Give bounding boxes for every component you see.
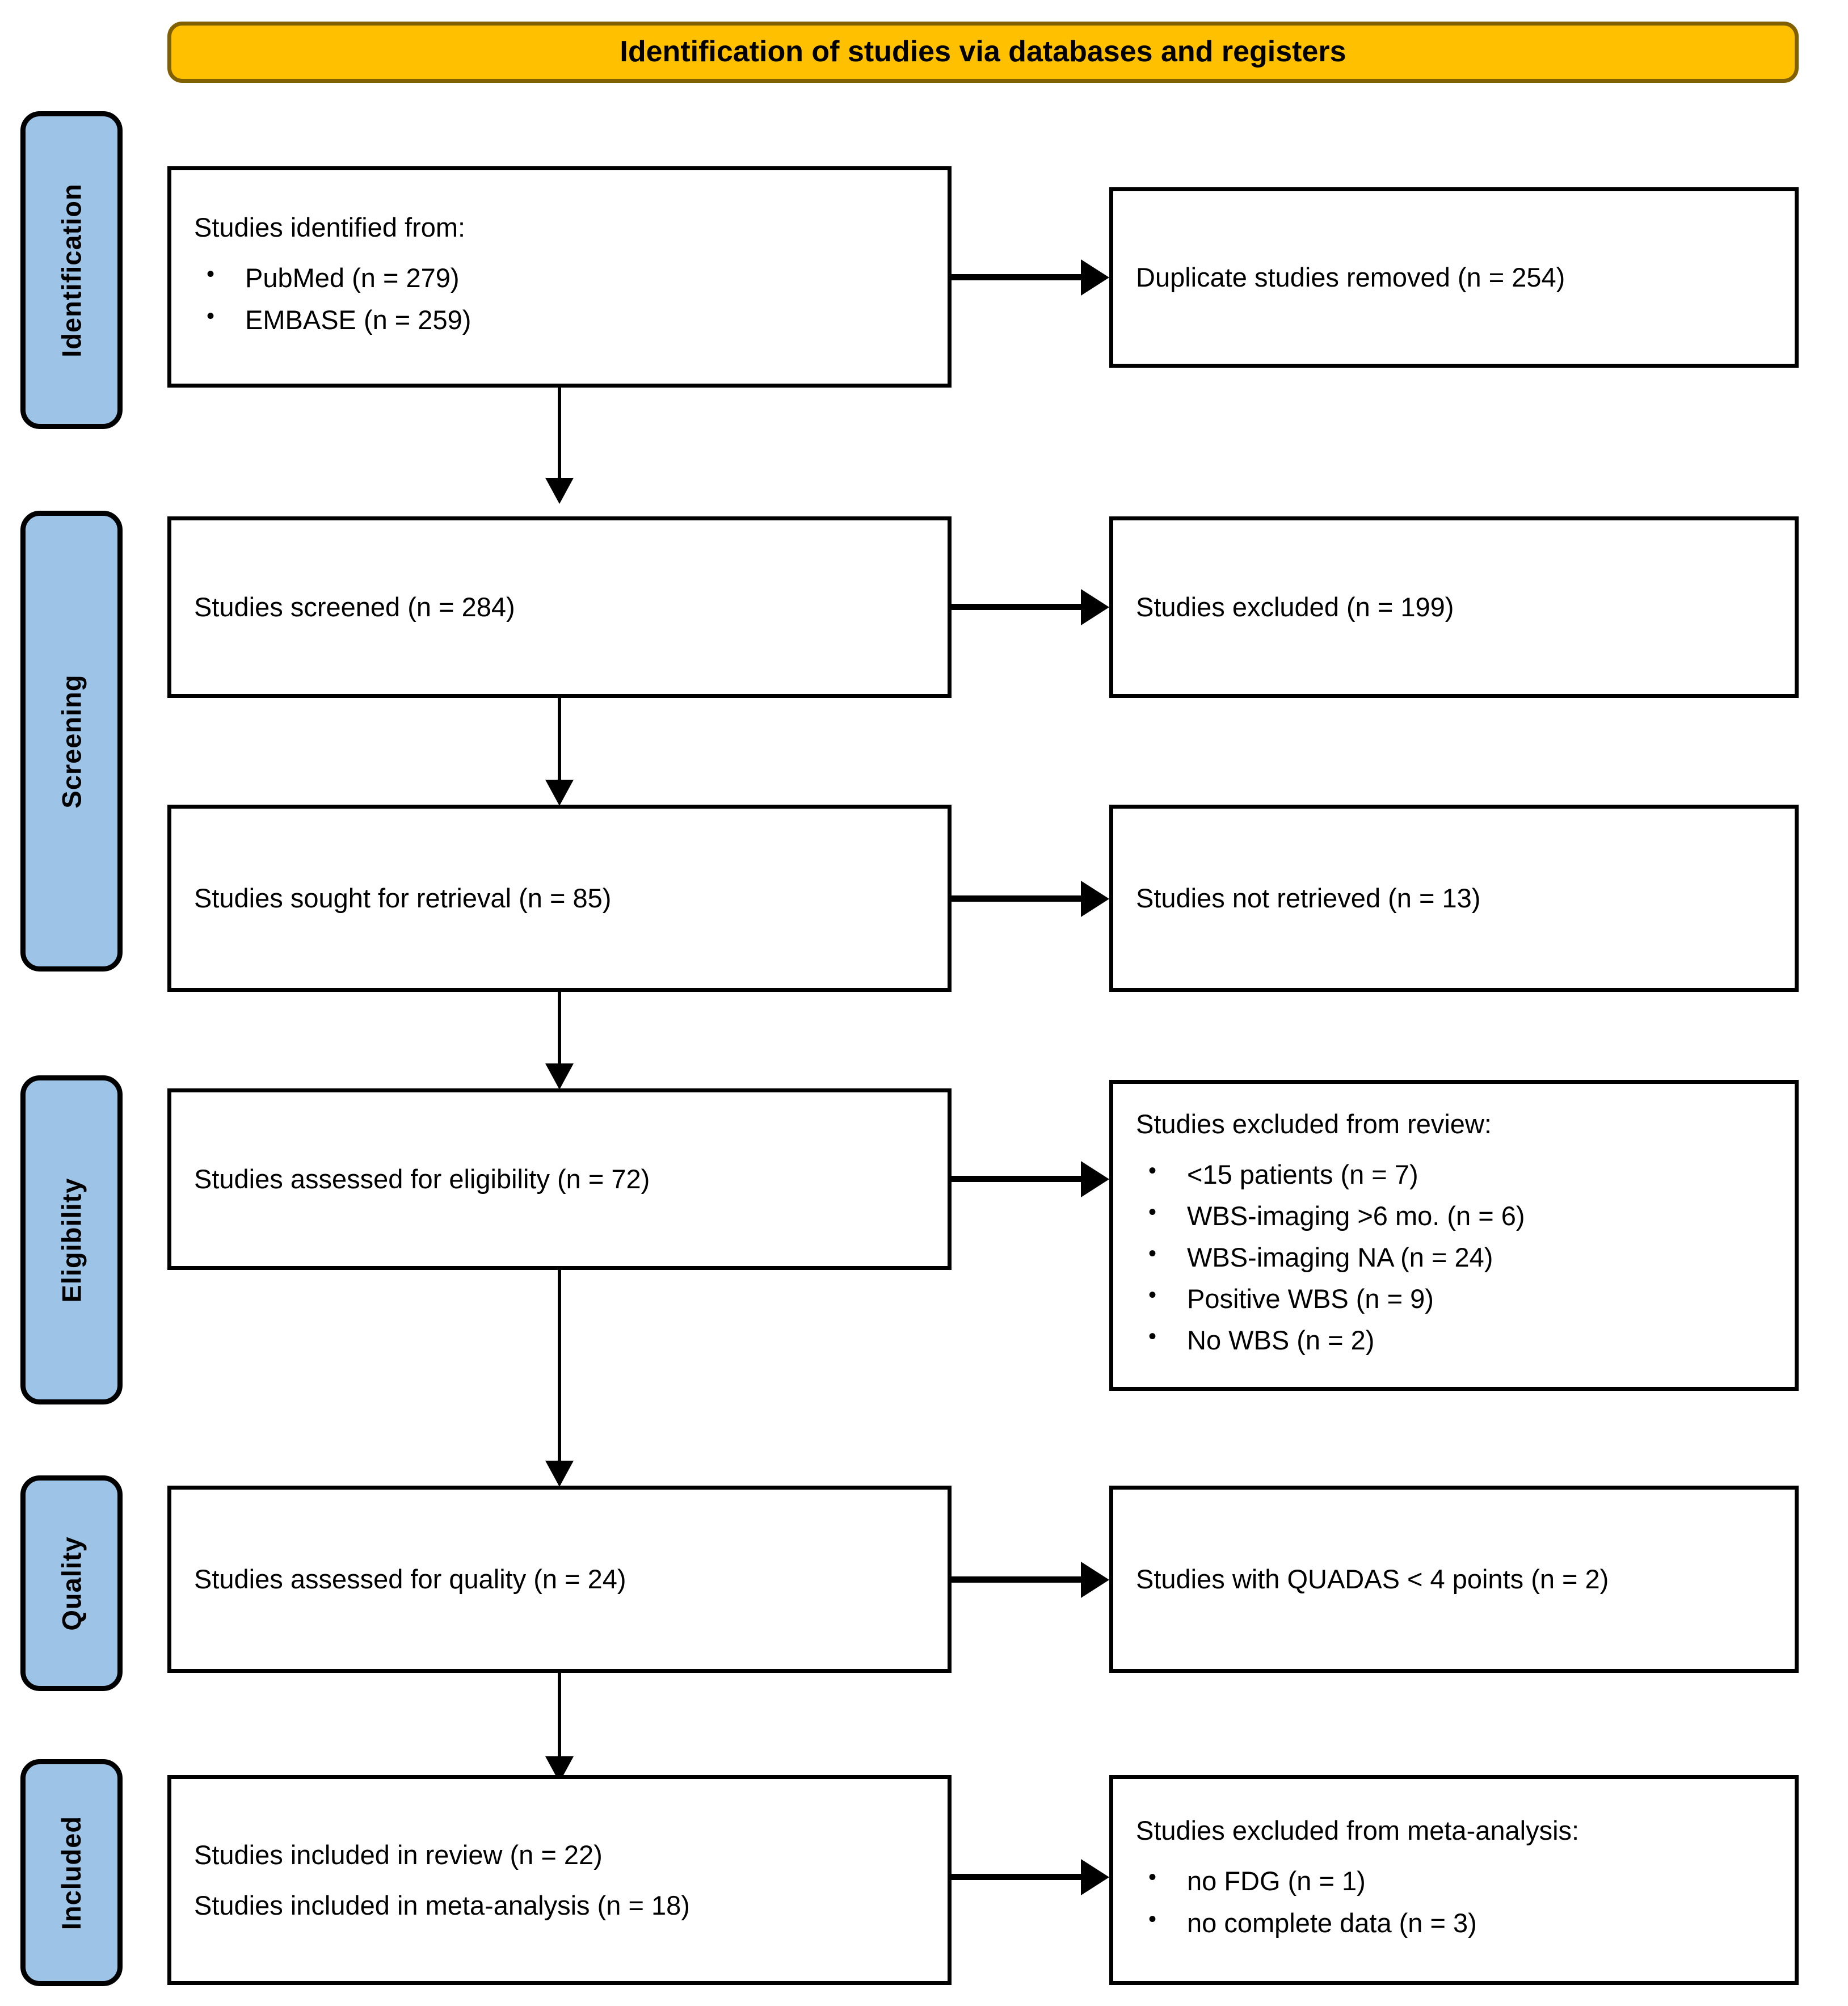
studies-assessed-eligibility-text: Studies assessed for eligibility (n = 72… [194, 1164, 650, 1195]
studies-assessed-quality-text: Studies assessed for quality (n = 24) [194, 1564, 626, 1595]
diagram-title-banner: Identification of studies via databases … [167, 22, 1799, 83]
studies-excluded-meta-heading: Studies excluded from meta-analysis: [1136, 1815, 1580, 1846]
list-item: <15 patients (n = 7) [1136, 1156, 1772, 1192]
connector-identified-to-screened [558, 388, 561, 501]
stage-tab-identification: Identification [20, 111, 123, 429]
box-studies-included: Studies included in review (n = 22) Stud… [167, 1775, 952, 1985]
list-item: WBS-imaging NA (n = 24) [1136, 1239, 1772, 1275]
studies-not-retrieved-text: Studies not retrieved (n = 13) [1136, 883, 1481, 914]
arrowhead-sought-to-eligibility [545, 1063, 574, 1090]
studies-excluded-screening-text: Studies excluded (n = 199) [1136, 592, 1454, 623]
connector-eligibility-to-excluded-review [952, 1176, 1085, 1182]
box-studies-not-retrieved: Studies not retrieved (n = 13) [1109, 805, 1799, 992]
connector-identified-to-duplicates [952, 274, 1085, 280]
studies-excluded-review-heading: Studies excluded from review: [1136, 1108, 1492, 1139]
connector-sought-to-not-retrieved [952, 895, 1085, 902]
studies-included-review-text: Studies included in review (n = 22) [194, 1839, 603, 1870]
box-studies-sought-retrieval: Studies sought for retrieval (n = 85) [167, 805, 952, 992]
stage-label-screening: Screening [56, 674, 87, 809]
connector-sought-to-eligibility [558, 992, 561, 1087]
arrowhead-identified-to-screened [545, 478, 574, 504]
studies-screened-text: Studies screened (n = 284) [194, 592, 515, 623]
list-item: no FDG (n = 1) [1136, 1862, 1772, 1898]
stage-tab-included: Included [20, 1759, 123, 1986]
arrowhead-screened-to-sought [545, 780, 574, 806]
list-item: No WBS (n = 2) [1136, 1322, 1772, 1357]
arrowhead-quality-to-quadas [1081, 1562, 1109, 1598]
studies-quadas-excluded-text: Studies with QUADAS < 4 points (n = 2) [1136, 1564, 1609, 1595]
list-item: EMBASE (n = 259) [194, 301, 925, 337]
studies-identified-source-list: PubMed (n = 279) EMBASE (n = 259) [194, 254, 925, 343]
list-item: no complete data (n = 3) [1136, 1904, 1772, 1940]
box-studies-excluded-meta: Studies excluded from meta-analysis: no … [1109, 1775, 1799, 1985]
connector-eligibility-to-quality [558, 1270, 561, 1484]
stage-label-eligibility: Eligibility [56, 1177, 87, 1302]
arrowhead-included-to-excluded-meta [1081, 1859, 1109, 1895]
connector-quality-to-quadas [952, 1576, 1085, 1583]
stage-tab-quality: Quality [20, 1475, 123, 1691]
studies-identified-heading: Studies identified from: [194, 212, 466, 243]
arrowhead-screened-to-excluded [1081, 589, 1109, 625]
duplicate-studies-removed-text: Duplicate studies removed (n = 254) [1136, 262, 1565, 293]
connector-screened-to-excluded [952, 604, 1085, 610]
box-studies-assessed-quality: Studies assessed for quality (n = 24) [167, 1486, 952, 1673]
connector-quality-to-included [558, 1673, 561, 1781]
arrowhead-identified-to-duplicates [1081, 259, 1109, 296]
studies-sought-retrieval-text: Studies sought for retrieval (n = 85) [194, 883, 612, 914]
box-studies-quadas-excluded: Studies with QUADAS < 4 points (n = 2) [1109, 1486, 1799, 1673]
studies-included-meta-text: Studies included in meta-analysis (n = 1… [194, 1890, 690, 1920]
connector-included-to-excluded-meta [952, 1874, 1085, 1880]
stage-label-quality: Quality [56, 1536, 87, 1631]
list-item: Positive WBS (n = 9) [1136, 1280, 1772, 1316]
stage-label-included: Included [56, 1815, 87, 1930]
list-item: WBS-imaging >6 mo. (n = 6) [1136, 1197, 1772, 1233]
arrowhead-eligibility-to-excluded-review [1081, 1161, 1109, 1197]
box-studies-screened: Studies screened (n = 284) [167, 516, 952, 698]
stage-tab-screening: Screening [20, 511, 123, 972]
box-studies-assessed-eligibility: Studies assessed for eligibility (n = 72… [167, 1088, 952, 1270]
box-studies-excluded-screening: Studies excluded (n = 199) [1109, 516, 1799, 698]
studies-excluded-meta-list: no FDG (n = 1) no complete data (n = 3) [1136, 1857, 1772, 1946]
stage-label-identification: Identification [56, 183, 87, 358]
arrowhead-eligibility-to-quality [545, 1461, 574, 1487]
box-studies-identified: Studies identified from: PubMed (n = 279… [167, 166, 952, 388]
connector-screened-to-sought [558, 698, 561, 803]
arrowhead-sought-to-not-retrieved [1081, 881, 1109, 917]
studies-excluded-review-list: <15 patients (n = 7) WBS-imaging >6 mo. … [1136, 1150, 1772, 1364]
box-duplicate-studies-removed: Duplicate studies removed (n = 254) [1109, 187, 1799, 368]
stage-tab-eligibility: Eligibility [20, 1075, 123, 1404]
box-studies-excluded-review: Studies excluded from review: <15 patien… [1109, 1080, 1799, 1391]
diagram-title: Identification of studies via databases … [620, 35, 1346, 69]
list-item: PubMed (n = 279) [194, 259, 925, 295]
